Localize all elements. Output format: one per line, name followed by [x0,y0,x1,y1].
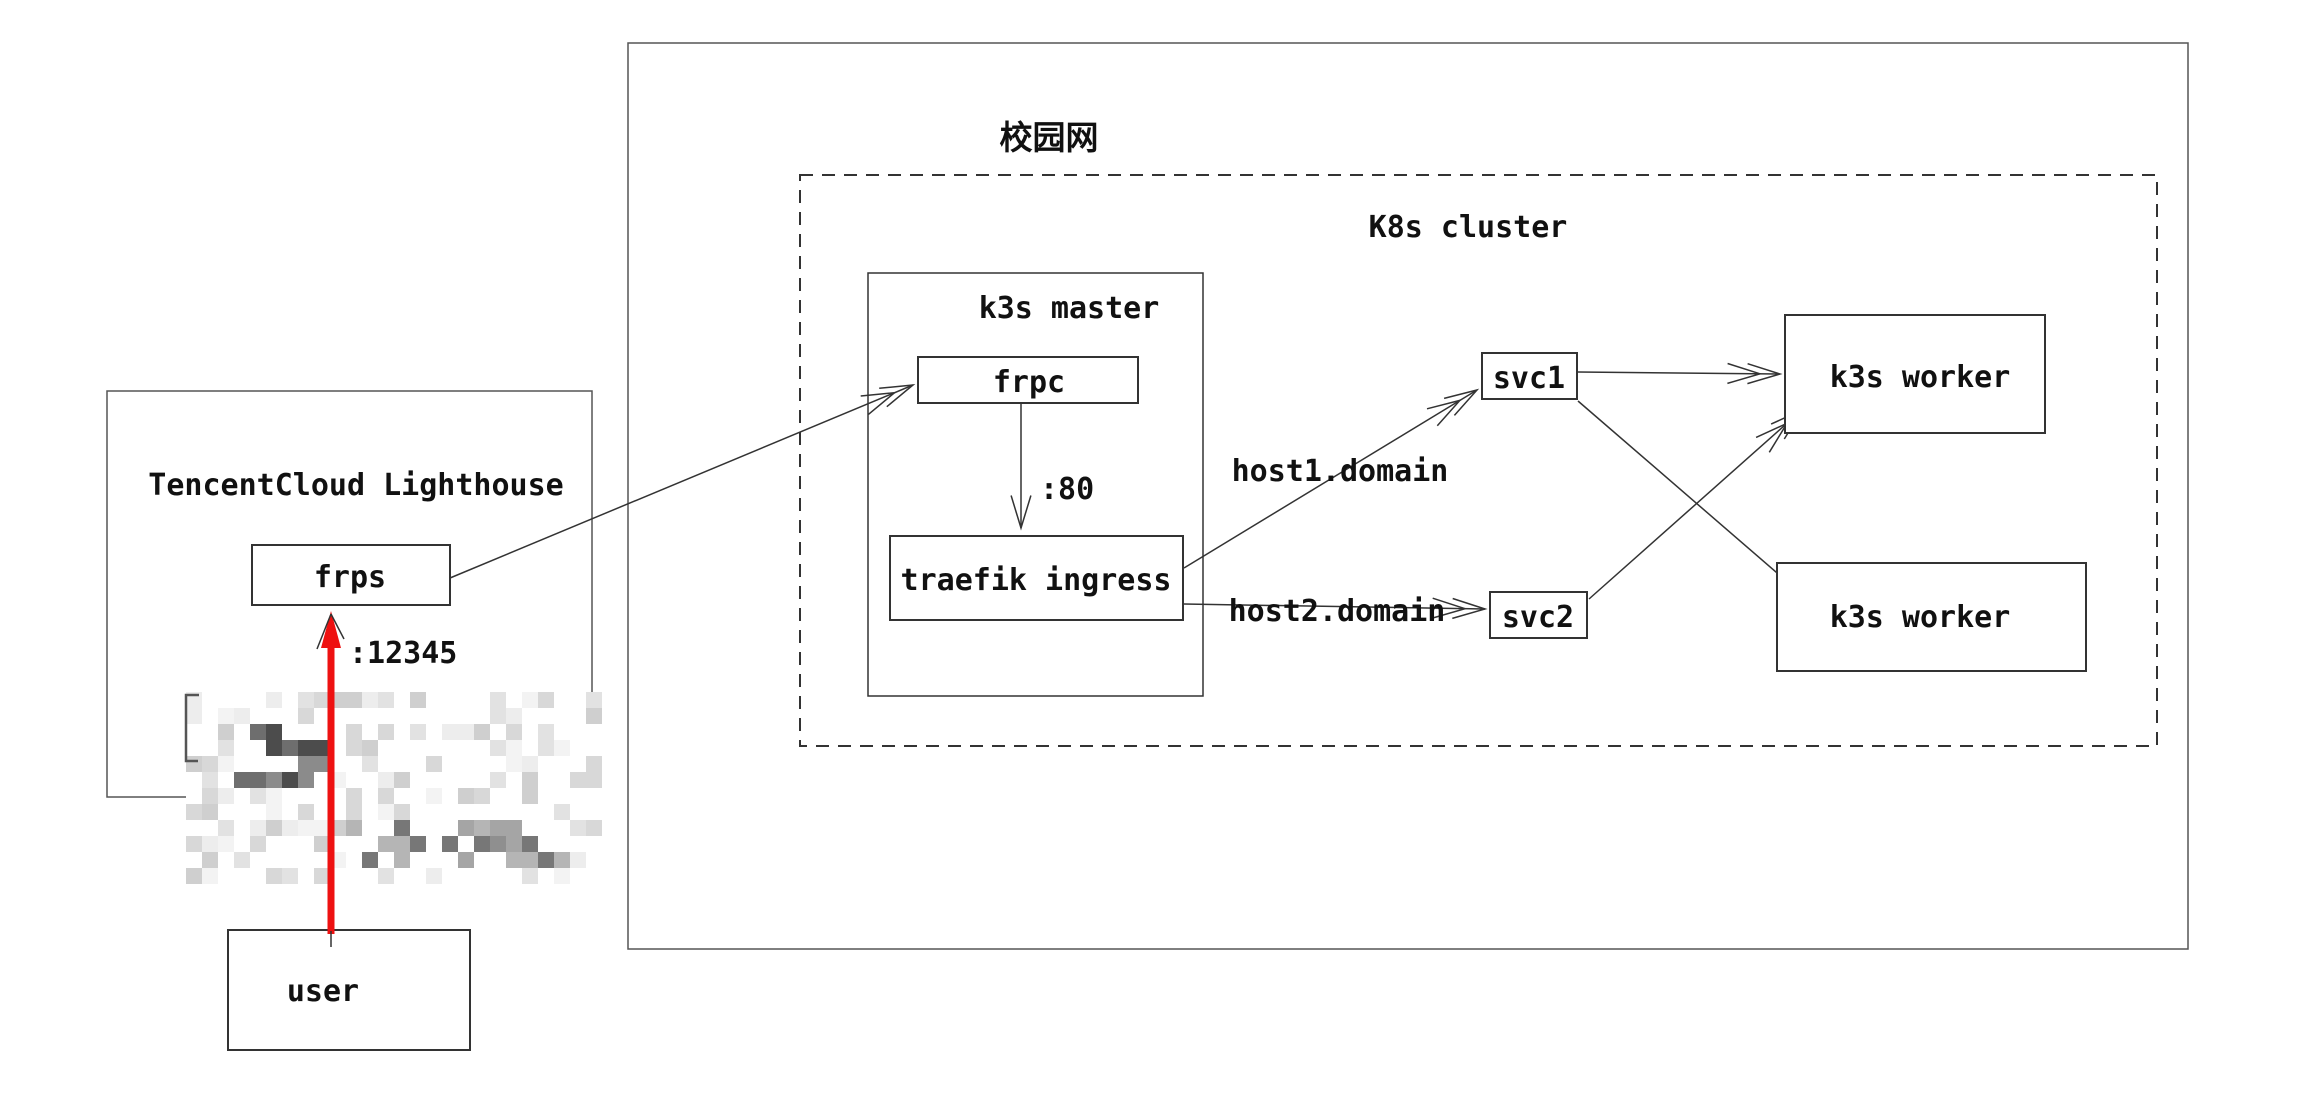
svc2-node [1489,591,1588,639]
campus-network-box [627,42,2189,950]
edge-frpc-to-traefik [1010,404,1032,531]
svc1-label: svc1 [1493,361,1565,396]
user-label: user [287,974,359,1009]
k3s-master-box [867,272,1204,697]
traefik-ingress-node [889,535,1184,621]
k8s-cluster-label: K8s cluster [1369,210,1568,245]
k8s-cluster-box [799,174,2158,747]
edge-traefik-to-svc1 [1183,388,1480,569]
k3s-worker-2-node [1776,562,2087,672]
traefik-ingress-label: traefik ingress [901,563,1172,598]
k3s-worker-2-label: k3s worker [1830,600,2011,635]
port-80-label: :80 [1040,472,1094,507]
frps-label: frps [314,560,386,595]
port-12345-label: :12345 [349,636,457,671]
red-arrow-head [321,611,341,648]
k3s-worker-1-node [1784,314,2046,434]
user-to-frps-arrow [316,611,345,947]
host1-domain-label: host1.domain [1232,454,1449,489]
frpc-node [917,356,1139,404]
campus-network-label: 校园网 [1000,118,1099,157]
user-node [227,929,471,1051]
edge-traefik-to-svc2 [1183,597,1488,620]
frpc-label: frpc [993,365,1065,400]
redacted-bracket [184,693,199,763]
svc2-label: svc2 [1502,600,1574,635]
edge-svc1-to-worker1 [1577,362,1783,385]
k3s-worker-1-label: k3s worker [1830,360,2011,395]
thin-arrowhead-overlay [316,613,345,650]
redacted-blur [184,692,602,884]
edge-frps-to-frpc [449,384,916,579]
tencent-cloud-label: TencentCloud Lighthouse [148,468,563,503]
k3s-master-label: k3s master [979,291,1160,326]
frps-node [251,544,451,606]
svc1-node [1481,352,1578,400]
host2-domain-label: host2.domain [1229,594,1446,629]
